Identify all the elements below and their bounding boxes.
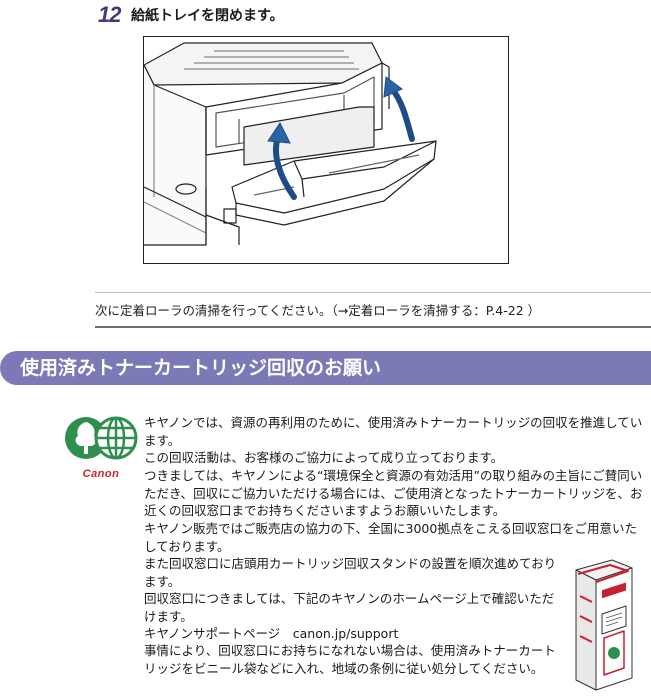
section-banner: [0, 351, 651, 385]
paragraph-4: キヤノン販売ではご販売店の協力の下、全国に3000拠点をこえる回収窓口をご用意い…: [144, 521, 637, 554]
note-top-rule: [95, 292, 651, 293]
recycle-logo: [64, 412, 138, 464]
paragraph-2: この回収活動は、お客様のご協力によって成り立っております。: [144, 450, 504, 465]
printer-tray-drawing: [144, 42, 437, 246]
printer-illustration: [143, 36, 509, 264]
canon-brand-label: Canon: [82, 468, 120, 480]
paragraph-1: キヤノンでは、資源の再利用のために、使用済みトナーカートリッジの回収を推進してい…: [144, 415, 643, 448]
note-bottom-rule: [95, 326, 651, 328]
section-title: 使用済みトナーカートリッジ回収のお願い: [20, 357, 382, 379]
paragraph-8: 事情により、回収窓口にお持ちになれない場合は、使用済みトナーカートリッジをビニー…: [144, 643, 556, 676]
step-number: 12: [98, 2, 122, 27]
paragraph-6: 回収窓口につきましては、下記のキヤノンのホームページ上で確認いただけます。: [144, 591, 555, 624]
step-instruction: 給紙トレイを閉めます。: [131, 8, 284, 24]
paragraph-3: つきましては、キヤノンによる“環境保全と資源の有効活用”の取り組みの主旨にご賛同…: [144, 468, 643, 519]
collection-box-illustration: [566, 556, 638, 692]
paragraph-5: また回収窓口に店頭用カートリッジ回収スタンドの設置を順次進めております。: [144, 556, 557, 589]
note-text: 次に定着ローラの清掃を行ってください。（→定着ローラを清掃する：P.4-22 ）: [95, 303, 541, 318]
support-page-link[interactable]: キヤノンサポートページ canon.jp/support: [144, 626, 399, 641]
